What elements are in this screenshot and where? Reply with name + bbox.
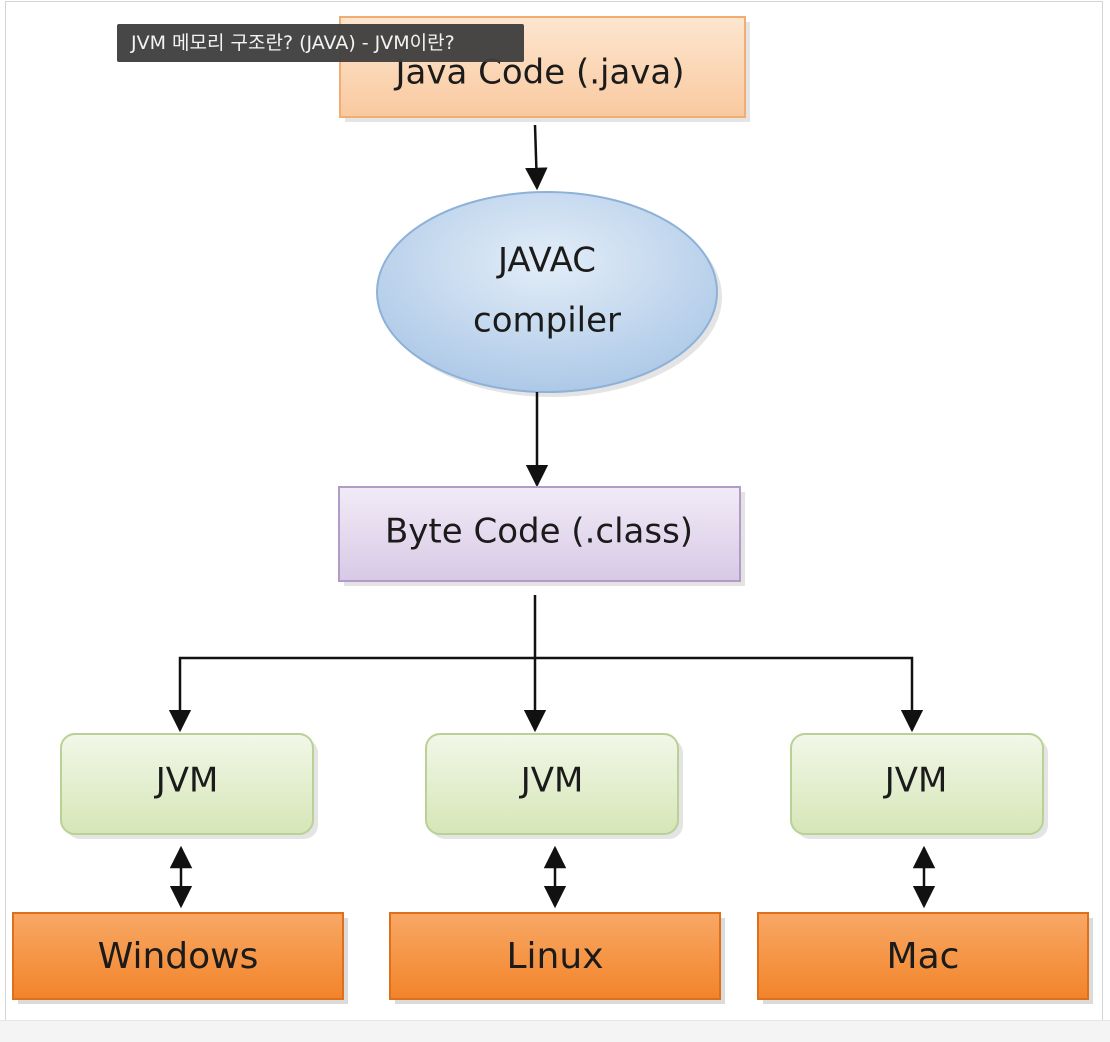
- windows-label: Windows: [98, 936, 259, 977]
- jvm-node-windows: JVM: [60, 733, 318, 839]
- bytecode-distribution-lines: [168, 595, 924, 733]
- javac-label: JAVAC: [496, 241, 596, 281]
- jvm-windows-label: JVM: [154, 761, 219, 801]
- os-node-mac: Mac: [757, 912, 1093, 1004]
- image-title-tooltip: JVM 메모리 구조란? (JAVA) - JVM이란?: [117, 24, 524, 62]
- jvm-node-linux: JVM: [425, 733, 683, 839]
- jvm-node-mac: JVM: [790, 733, 1048, 839]
- os-node-linux: Linux: [389, 912, 725, 1004]
- bottom-strip: [0, 1020, 1110, 1042]
- jvm-mac-label: JVM: [883, 761, 948, 801]
- arrow-source-to-compiler: [525, 124, 548, 191]
- javac-compiler-node: JAVAC compiler: [376, 191, 722, 397]
- os-node-windows: Windows: [12, 912, 348, 1004]
- jvm-os-double-arrows: [169, 845, 936, 909]
- linux-label: Linux: [507, 936, 604, 977]
- mac-label: Mac: [887, 936, 960, 977]
- compiler-label: compiler: [473, 301, 621, 341]
- byte-code-node: Byte Code (.class): [338, 486, 745, 586]
- jvm-linux-label: JVM: [519, 761, 584, 801]
- byte-code-label: Byte Code (.class): [385, 512, 693, 552]
